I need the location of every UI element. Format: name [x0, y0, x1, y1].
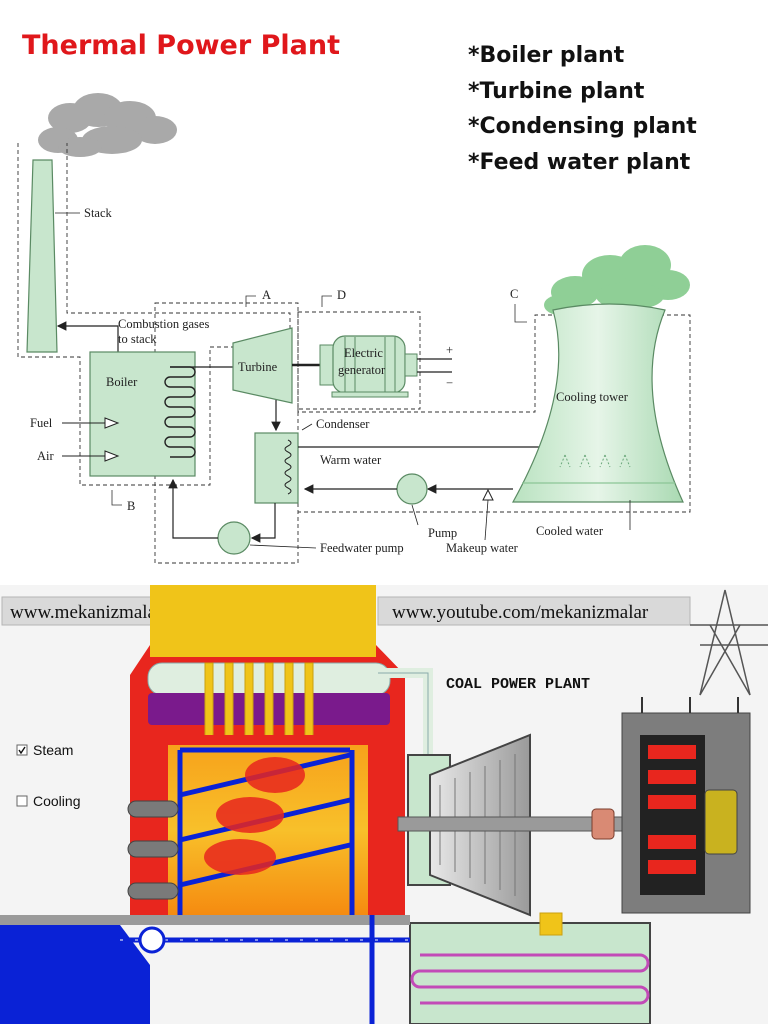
boiler-coil — [164, 366, 196, 458]
bullet-item: *Boiler plant — [468, 43, 625, 68]
electric-generator — [319, 335, 418, 398]
turbine — [232, 327, 293, 404]
generator-animation — [621, 697, 751, 914]
bullet-list: *Boiler plant *Turbine plant *Condensing… — [468, 38, 697, 180]
makeup-water-label: Makeup water — [446, 541, 519, 555]
feedwater-pump — [217, 521, 251, 555]
coal-plant-animation: www.mekanizmalar.com www.youtube.com/mek… — [0, 585, 768, 1024]
bullet-item: *Feed water plant — [468, 149, 691, 175]
condenser — [254, 432, 299, 504]
boiler-label: Boiler — [106, 375, 138, 389]
checkbox-cooling-label: Cooling — [33, 793, 80, 809]
pump — [396, 473, 428, 505]
region-d-label: D — [337, 288, 346, 302]
combustion-label-2: to stack — [118, 332, 157, 346]
region-b-label: B — [127, 499, 135, 513]
checkbox-steam[interactable]: Steam — [16, 742, 73, 758]
steam-cloud — [544, 245, 690, 315]
generator-label-1: Electric — [344, 346, 383, 360]
warm-water-label: Warm water — [320, 453, 382, 467]
bullet-item: *Turbine plant — [468, 78, 645, 104]
pump-label: Pump — [428, 526, 457, 540]
smoke-cloud — [38, 93, 177, 157]
stack — [26, 159, 58, 353]
burners — [127, 800, 179, 900]
transmission-tower — [690, 589, 768, 696]
fuel-label: Fuel — [30, 416, 53, 430]
slide-title: Thermal Power Plant — [22, 30, 340, 61]
animation-canvas: www.mekanizmalar.com www.youtube.com/mek… — [0, 585, 768, 1024]
water-system — [0, 915, 410, 1024]
cooling-tower-label: Cooling tower — [556, 390, 629, 404]
checkbox-steam-label: Steam — [33, 742, 73, 758]
thermal-plant-schematic: Stack A D C B Combustion gases to stack … — [17, 93, 691, 564]
cooled-water-label: Cooled water — [536, 524, 604, 538]
region-c-label: C — [510, 287, 518, 301]
negative-terminal: − — [446, 376, 453, 390]
condenser-animation — [409, 912, 651, 1024]
cooling-tower — [511, 303, 684, 503]
condenser-label: Condenser — [316, 417, 370, 431]
air-label: Air — [37, 449, 55, 463]
url-right[interactable]: www.youtube.com/mekanizmalar — [392, 602, 649, 623]
feedwater-pump-label: Feedwater pump — [320, 541, 404, 555]
checkbox-cooling[interactable]: Cooling — [16, 793, 80, 809]
animation-caption: COAL POWER PLANT — [446, 676, 590, 693]
bullet-item: *Condensing plant — [468, 114, 697, 139]
boiler-building — [130, 585, 405, 915]
turbine-label: Turbine — [238, 360, 278, 374]
positive-terminal: + — [446, 343, 453, 357]
generator-label-2: generator — [338, 363, 386, 377]
stack-label: Stack — [84, 206, 113, 220]
region-a-label: A — [262, 288, 271, 302]
combustion-label-1: Combustion gases — [118, 317, 209, 331]
